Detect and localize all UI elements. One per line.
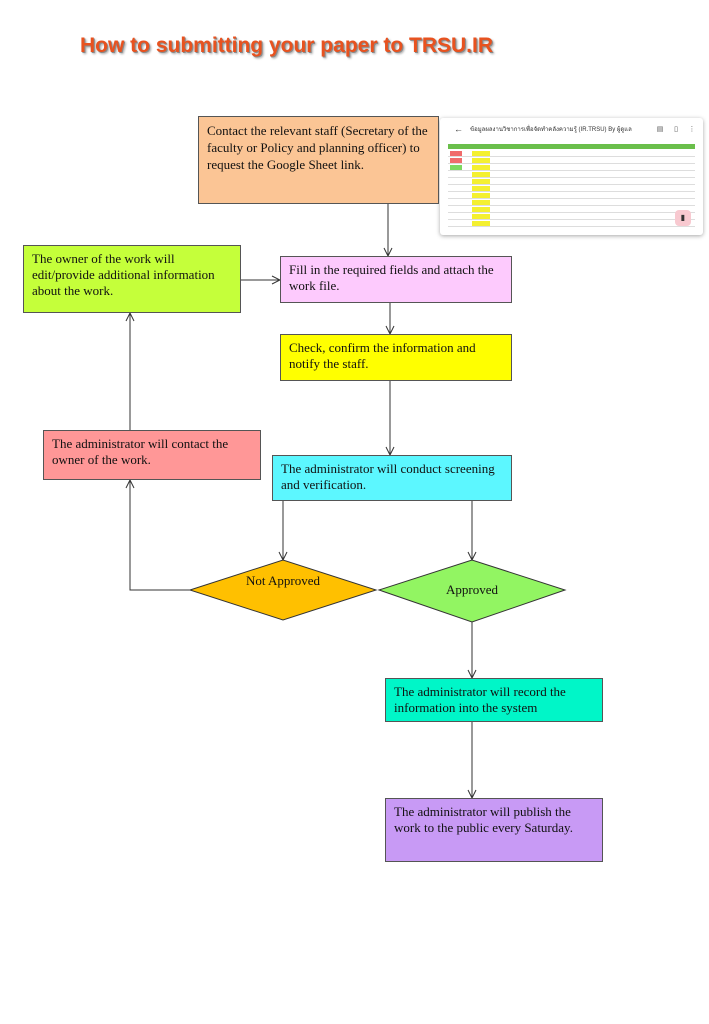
- sheet-row: [448, 207, 695, 213]
- record-text: The administrator will record the inform…: [394, 684, 566, 715]
- admin-contact-box: The administrator will contact the owner…: [43, 430, 261, 480]
- publish-box: The administrator will publish the work …: [385, 798, 603, 862]
- page-title: How to submitting your paper to TRSU.IR: [80, 34, 493, 57]
- record-box: The administrator will record the inform…: [385, 678, 603, 722]
- admin-contact-text: The administrator will contact the owner…: [52, 436, 229, 467]
- sheet-row: [448, 179, 695, 185]
- approved-label: Approved: [446, 582, 498, 597]
- fill-fields-text: Fill in the required fields and attach t…: [289, 262, 494, 293]
- sheet-row: [448, 151, 695, 157]
- arrow-left-icon[interactable]: ←: [454, 124, 463, 134]
- google-sheet-screenshot: ← ข้อมูลผลงานวิชาการเพื่อจัดทำคลังความรู…: [440, 118, 703, 235]
- sheet-header-row: [448, 144, 695, 149]
- owner-edit-text: The owner of the work will edit/provide …: [32, 251, 215, 298]
- sheet-title: ข้อมูลผลงานวิชาการเพื่อจัดทำคลังความรู้ …: [470, 127, 632, 133]
- not-approved-label: Not Approved: [245, 573, 321, 588]
- arrow-not-approved-to-admin-contact: [130, 480, 190, 591]
- screening-box: The administrator will conduct screening…: [272, 455, 512, 501]
- screening-text: The administrator will conduct screening…: [281, 461, 495, 492]
- sheet-toolbar: ← ข้อมูลผลงานวิชาการเพื่อจัดทำคลังความรู…: [440, 118, 703, 140]
- sheet-row: [448, 214, 695, 220]
- sheet-row: [448, 158, 695, 164]
- check-confirm-box: Check, confirm the information and notif…: [280, 334, 512, 381]
- contact-staff-text: Contact the relevant staff (Secretary of…: [207, 123, 428, 172]
- comment-icon[interactable]: ▤: [656, 126, 664, 133]
- sheet-row: [448, 165, 695, 171]
- approved-diamond: [377, 559, 567, 623]
- check-confirm-text: Check, confirm the information and notif…: [289, 340, 476, 371]
- contact-staff-box: Contact the relevant staff (Secretary of…: [198, 116, 439, 204]
- sheet-row: [448, 186, 695, 192]
- more-vert-icon[interactable]: ⋮: [688, 126, 696, 133]
- fill-fields-box: Fill in the required fields and attach t…: [280, 256, 512, 303]
- doc-icon[interactable]: ▮: [675, 210, 691, 226]
- not-approved-diamond: [188, 559, 378, 621]
- sheet-row: [448, 172, 695, 178]
- sheet-row: [448, 221, 695, 227]
- publish-text: The administrator will publish the work …: [394, 804, 573, 835]
- sheet-row: [448, 193, 695, 199]
- doc-icon[interactable]: ▯: [674, 126, 678, 133]
- sheet-row: [448, 200, 695, 206]
- owner-edit-box: The owner of the work will edit/provide …: [23, 245, 241, 313]
